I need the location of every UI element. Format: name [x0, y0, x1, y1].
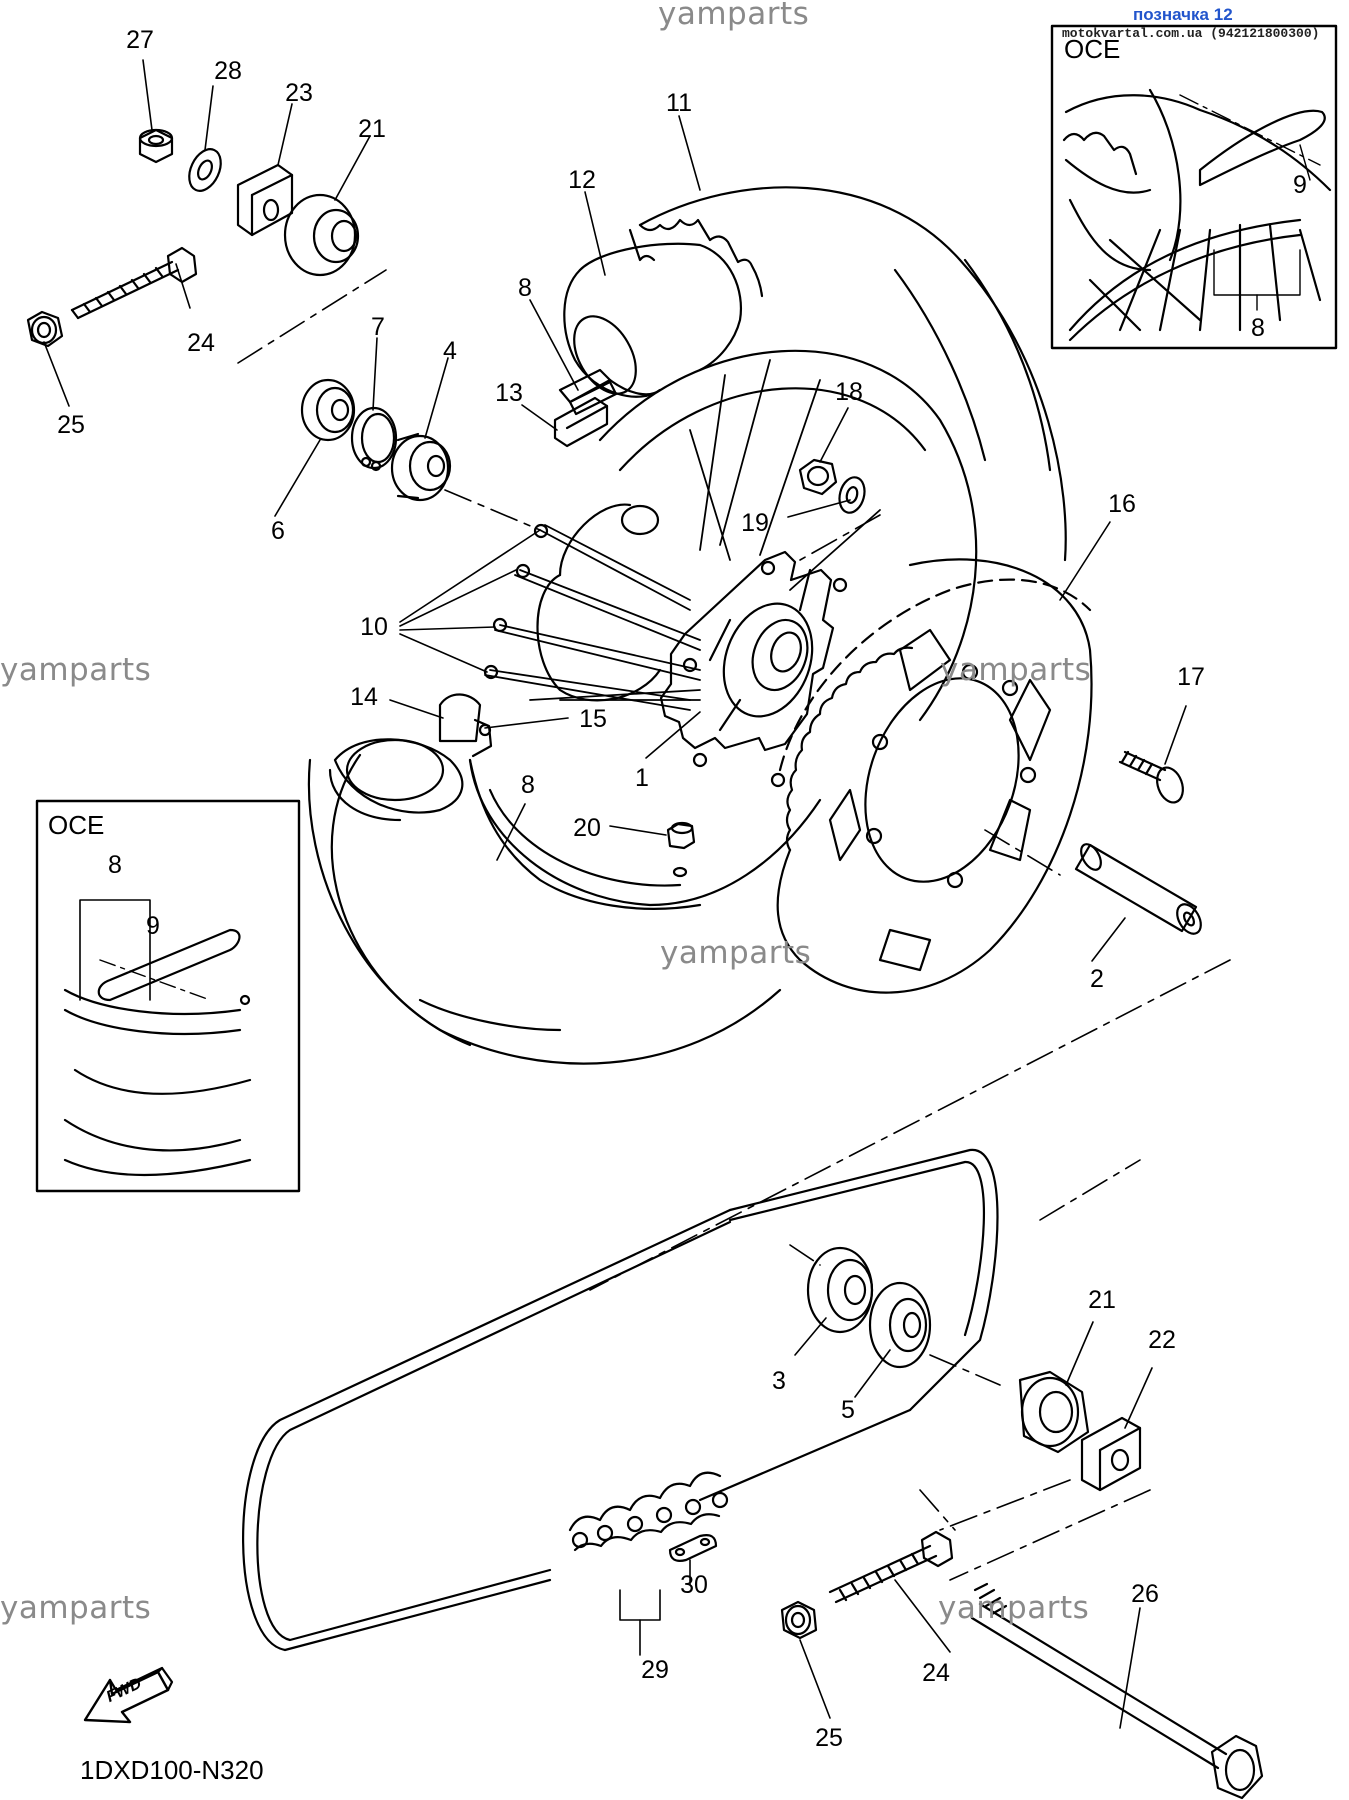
callout-16: 16: [1108, 490, 1136, 518]
bolt-24-top: [70, 246, 198, 320]
valve-cap-20: [666, 821, 696, 878]
callout-19: 19: [741, 509, 769, 537]
inset-top-right-title: OCE: [1064, 34, 1121, 64]
callout-28: 28: [214, 57, 242, 85]
callout-25: 25: [57, 411, 85, 439]
watermark-yamparts-bottom-right: yamparts: [938, 1590, 1090, 1626]
fwd-arrow-icon: [83, 1666, 174, 1724]
nut-25-bottom: [780, 1600, 818, 1640]
bearing-6: [300, 378, 356, 442]
reference-link[interactable]: позначка 12: [1133, 5, 1233, 24]
collar-2: [1074, 843, 1202, 935]
callout-12: 12: [568, 166, 596, 194]
rim: [468, 349, 978, 907]
diagram-code: 1DXD100-N320: [80, 1755, 264, 1785]
reference-site: motokvartal.com.ua (942121800300): [1062, 26, 1320, 41]
collar-21-right: [1018, 1370, 1090, 1454]
nut-25-top: [26, 310, 64, 348]
watermark-yamparts-left: yamparts: [0, 652, 152, 688]
assembly-dash-lines: [237, 269, 1231, 1581]
drive-chain-loop: [242, 1148, 999, 1652]
callout-5: 5: [841, 1396, 855, 1424]
callout-8: 8: [518, 274, 532, 302]
inset-top-right-label-8: 8: [1251, 314, 1265, 342]
callout-17: 17: [1177, 663, 1205, 691]
inset-left: [35, 799, 301, 1193]
callout-8-lower: 8: [521, 771, 535, 799]
callout-22: 22: [1148, 1326, 1176, 1354]
washer-28: [188, 148, 222, 192]
callout-25-lower: 25: [815, 1724, 843, 1752]
callout-13: 13: [495, 379, 523, 407]
callout-29: 29: [641, 1656, 669, 1684]
watermark-yamparts-right: yamparts: [940, 652, 1092, 688]
bolt-24-bottom: [828, 1530, 954, 1604]
bolt-17: [1118, 750, 1184, 804]
chain-links-29: [568, 1471, 729, 1552]
inset-left-title: OCE: [48, 810, 105, 840]
inset-top-right: [1050, 24, 1338, 350]
oil-seal-5: [868, 1281, 932, 1369]
callout-14: 14: [350, 683, 378, 711]
watermark-yamparts-bottom-left: yamparts: [0, 1590, 152, 1626]
rim-lock-14-15: [438, 693, 493, 758]
callout-4: 4: [443, 337, 457, 365]
callout-26: 26: [1131, 1580, 1159, 1608]
callout-2: 2: [1090, 965, 1104, 993]
callout-21: 21: [358, 115, 386, 143]
callout-10: 10: [360, 613, 388, 641]
callout-18: 18: [835, 378, 863, 406]
tube-12: [563, 242, 742, 398]
leader-lines: [43, 59, 1187, 1729]
rim-band-8-lower: [328, 738, 702, 910]
callout-23: 23: [285, 79, 313, 107]
brake-drum-side: [536, 503, 662, 702]
callout-7: 7: [371, 313, 385, 341]
rim-lock-13: [553, 396, 609, 448]
watermark-yamparts-top: yamparts: [658, 0, 810, 32]
tire-11: [307, 186, 1067, 1065]
nut-18: [798, 458, 838, 496]
callout-27: 27: [126, 26, 154, 54]
bearing-4: [390, 432, 452, 502]
callout-1: 1: [635, 764, 649, 792]
bearing-3: [806, 1246, 874, 1334]
master-link-30: [668, 1534, 718, 1562]
callout-24: 24: [187, 329, 215, 357]
callout-24-lower: 24: [922, 1659, 950, 1687]
sprocket-16: [776, 558, 1093, 994]
callout-20: 20: [573, 814, 601, 842]
collar-21-left: [283, 193, 360, 277]
callout-21-lower: 21: [1088, 1286, 1116, 1314]
callout-6: 6: [271, 517, 285, 545]
callout-11: 11: [666, 89, 692, 117]
watermark-yamparts-center: yamparts: [660, 935, 812, 971]
callout-3: 3: [772, 1367, 786, 1395]
washer-19: [838, 476, 866, 514]
circlip-7: [350, 406, 398, 472]
inset-left-label-9: 9: [146, 912, 160, 940]
axle-26: [970, 1582, 1264, 1800]
spoke-nipples-10: [483, 523, 549, 680]
adjuster-block-23: [236, 163, 294, 237]
callout-30: 30: [680, 1571, 708, 1599]
adjuster-block-22: [1080, 1416, 1142, 1492]
nut-27: [138, 128, 174, 164]
inset-top-right-label-9: 9: [1293, 171, 1307, 199]
callout-15: 15: [579, 705, 607, 733]
inset-left-label-8: 8: [108, 851, 122, 879]
hub-1: [659, 550, 848, 788]
